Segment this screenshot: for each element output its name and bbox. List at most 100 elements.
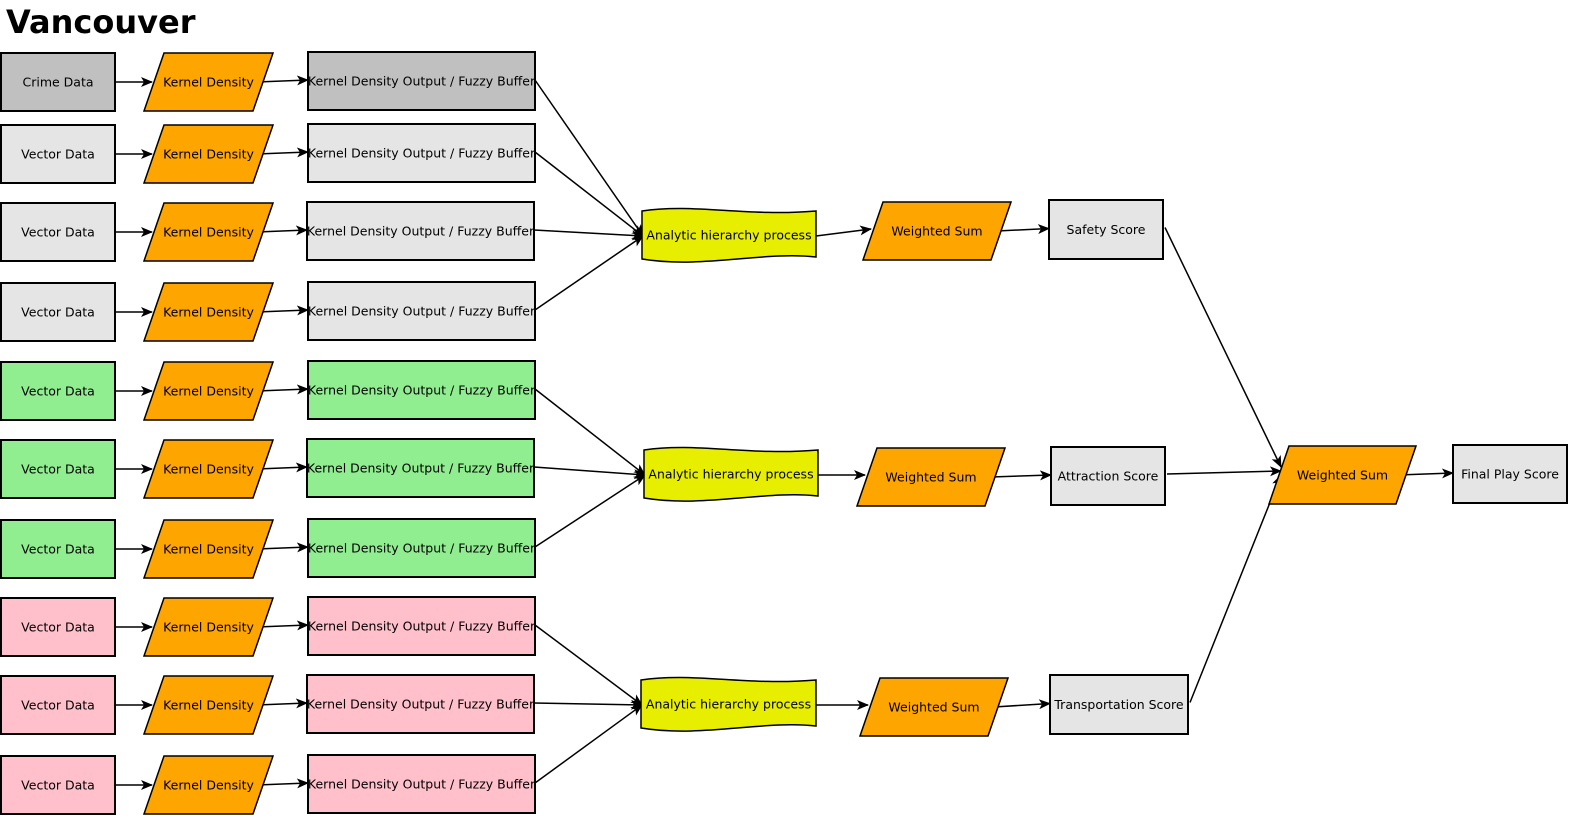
edges-layer: [115, 75, 1454, 790]
kernel-density-node-8-label: Kernel Density: [163, 620, 254, 635]
kernel-density-node-1-shape: [142, 52, 275, 112]
edge-score-final-3: [1189, 474, 1282, 703]
kernel-density-node-3[interactable]: Kernel Density: [142, 202, 275, 262]
input-node-3[interactable]: Vector Data: [0, 202, 116, 262]
input-node-2[interactable]: Vector Data: [0, 124, 116, 184]
weighted-sum-node-2-shape: [855, 447, 1007, 507]
output-node-3[interactable]: Kernel Density Output / Fuzzy Buffer: [306, 201, 535, 261]
edge-output-ahp-3: [533, 229, 644, 241]
kernel-density-node-5[interactable]: Kernel Density: [142, 361, 275, 421]
input-node-10[interactable]: Vector Data: [0, 755, 116, 815]
kernel-density-node-4-shape: [142, 282, 275, 342]
final-weighted-sum-node-label: Weighted Sum: [1297, 468, 1388, 483]
edge-output-ahp-10: [534, 704, 643, 784]
output-node-1[interactable]: Kernel Density Output / Fuzzy Buffer: [307, 51, 536, 111]
kernel-density-node-6[interactable]: Kernel Density: [142, 439, 275, 499]
edge-tool-output-8: [256, 620, 309, 631]
edge-score-final-2: [1166, 466, 1282, 477]
input-node-8-shape: [0, 597, 116, 657]
score-node-2[interactable]: Attraction Score: [1050, 446, 1166, 506]
ahp-node-3[interactable]: Analytic hierarchy process: [640, 676, 817, 732]
output-node-7-shape: [307, 518, 536, 578]
final-weighted-sum-node[interactable]: Weighted Sum: [1267, 445, 1418, 505]
ahp-node-1-label: Analytic hierarchy process: [646, 228, 811, 243]
input-node-5-shape: [0, 361, 116, 421]
input-node-2-shape: [0, 124, 116, 184]
output-node-2[interactable]: Kernel Density Output / Fuzzy Buffer: [307, 123, 536, 183]
edge-tool-output-6: [256, 462, 308, 473]
output-node-10[interactable]: Kernel Density Output / Fuzzy Buffer: [307, 754, 536, 814]
ahp-node-2[interactable]: Analytic hierarchy process: [643, 446, 819, 502]
kernel-density-node-2-label: Kernel Density: [163, 147, 254, 162]
kernel-density-node-7-label: Kernel Density: [163, 542, 254, 557]
kernel-density-node-5-shape: [142, 361, 275, 421]
diagram-title: Vancouver: [6, 3, 196, 41]
kernel-density-node-8[interactable]: Kernel Density: [142, 597, 275, 657]
output-node-4[interactable]: Kernel Density Output / Fuzzy Buffer: [307, 281, 536, 341]
score-node-3[interactable]: Transportation Score: [1049, 674, 1189, 735]
score-node-1[interactable]: Safety Score: [1048, 199, 1164, 260]
kernel-density-node-6-label: Kernel Density: [163, 462, 254, 477]
kernel-density-node-4[interactable]: Kernel Density: [142, 282, 275, 342]
input-node-1[interactable]: Crime Data: [0, 52, 116, 112]
input-node-7[interactable]: Vector Data: [0, 519, 116, 579]
input-node-1-shape: [0, 52, 116, 112]
weighted-sum-node-1[interactable]: Weighted Sum: [861, 201, 1013, 261]
weighted-sum-node-3-shape: [858, 677, 1010, 737]
score-node-2-shape: [1050, 446, 1166, 506]
score-node-1-label: Safety Score: [1067, 222, 1146, 237]
output-node-7[interactable]: Kernel Density Output / Fuzzy Buffer: [307, 518, 536, 578]
output-node-2-label: Kernel Density Output / Fuzzy Buffer: [308, 146, 536, 161]
edge-output-ahp-8: [534, 624, 643, 706]
edge-tool-output-1: [256, 75, 309, 86]
input-node-8[interactable]: Vector Data: [0, 597, 116, 657]
ahp-node-1[interactable]: Analytic hierarchy process: [641, 207, 817, 263]
weighted-sum-node-1-label: Weighted Sum: [891, 224, 982, 239]
edge-score-final-1: [1164, 227, 1282, 468]
input-node-7-label: Vector Data: [21, 542, 95, 557]
input-node-9-shape: [0, 675, 116, 735]
output-node-5[interactable]: Kernel Density Output / Fuzzy Buffer: [307, 360, 536, 420]
kernel-density-node-2-shape: [142, 124, 275, 184]
weighted-sum-node-2[interactable]: Weighted Sum: [855, 447, 1007, 507]
input-node-6[interactable]: Vector Data: [0, 439, 116, 499]
kernel-density-node-9[interactable]: Kernel Density: [142, 675, 275, 735]
input-node-9[interactable]: Vector Data: [0, 675, 116, 735]
score-node-2-label: Attraction Score: [1058, 469, 1159, 484]
output-node-8[interactable]: Kernel Density Output / Fuzzy Buffer: [307, 596, 536, 656]
ahp-node-3-shape: [640, 676, 817, 732]
output-node-9[interactable]: Kernel Density Output / Fuzzy Buffer: [306, 674, 535, 734]
edge-output-ahp-2: [534, 151, 644, 237]
ahp-node-1-shape: [641, 207, 817, 263]
edge-ahp-sum-1: [815, 225, 872, 237]
kernel-density-node-9-shape: [142, 675, 275, 735]
edge-tool-output-5: [256, 384, 309, 395]
input-node-4[interactable]: Vector Data: [0, 282, 116, 342]
kernel-density-node-10-shape: [142, 755, 275, 815]
output-node-4-label: Kernel Density Output / Fuzzy Buffer: [308, 304, 536, 319]
kernel-density-node-6-shape: [142, 439, 275, 499]
output-node-6[interactable]: Kernel Density Output / Fuzzy Buffer: [306, 438, 535, 498]
input-node-5[interactable]: Vector Data: [0, 361, 116, 421]
output-node-10-shape: [307, 754, 536, 814]
output-node-1-shape: [307, 51, 536, 111]
input-node-4-shape: [0, 282, 116, 342]
input-node-3-shape: [0, 202, 116, 262]
output-node-9-shape: [306, 674, 535, 734]
kernel-density-node-8-shape: [142, 597, 275, 657]
input-node-3-label: Vector Data: [21, 225, 95, 240]
weighted-sum-node-1-shape: [861, 201, 1013, 261]
kernel-density-node-1[interactable]: Kernel Density: [142, 52, 275, 112]
output-node-10-label: Kernel Density Output / Fuzzy Buffer: [308, 777, 536, 792]
kernel-density-node-7[interactable]: Kernel Density: [142, 519, 275, 579]
input-node-4-label: Vector Data: [21, 305, 95, 320]
final-score-node[interactable]: Final Play Score: [1452, 444, 1568, 504]
weighted-sum-node-3[interactable]: Weighted Sum: [858, 677, 1010, 737]
kernel-density-node-5-label: Kernel Density: [163, 384, 254, 399]
kernel-density-node-10[interactable]: Kernel Density: [142, 755, 275, 815]
edge-sum-score-1: [996, 224, 1050, 235]
kernel-density-node-2[interactable]: Kernel Density: [142, 124, 275, 184]
kernel-density-node-1-label: Kernel Density: [163, 75, 254, 90]
